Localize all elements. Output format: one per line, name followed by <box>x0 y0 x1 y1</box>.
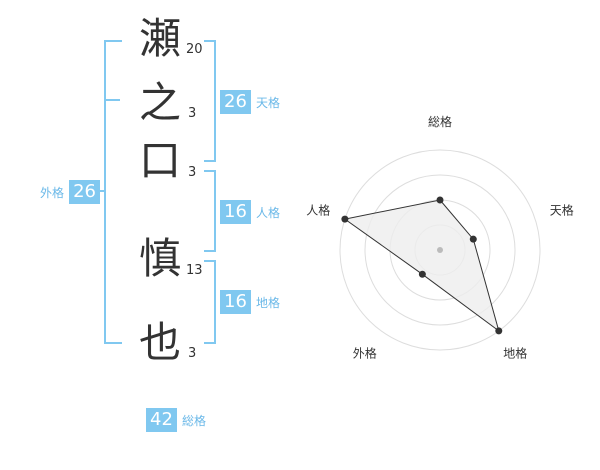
radar-axis-label: 外格 <box>353 346 377 361</box>
chikaku-bracket <box>204 260 216 344</box>
radar-point <box>418 270 426 278</box>
gaikaku-bracket-connector <box>97 190 104 192</box>
name-char-2: 之 <box>138 78 181 127</box>
gaikaku-bracket-inner <box>106 99 120 101</box>
tenkaku-label: 天格 <box>256 96 281 110</box>
gaikaku-value: 26 <box>69 180 101 204</box>
radar-point <box>341 215 349 223</box>
gaikaku-result: 外格 26 <box>40 180 101 204</box>
name-char-5: 也 <box>138 318 181 367</box>
radar-points <box>341 196 503 335</box>
stroke-count-2: 3 <box>188 106 197 121</box>
name-char-3: 口 <box>138 136 181 185</box>
gaikaku-bracket <box>104 40 122 344</box>
gaikaku-label: 外格 <box>40 186 65 200</box>
stroke-count-4: 13 <box>186 263 203 278</box>
tenkaku-bracket <box>204 40 216 162</box>
radar-point <box>495 327 503 335</box>
jinkaku-label: 人格 <box>256 206 281 220</box>
radar-point <box>469 235 477 243</box>
radar-axis-label: 地格 <box>503 346 527 361</box>
name-char-1: 瀬 <box>138 14 181 63</box>
tenkaku-value: 26 <box>220 90 251 114</box>
soukaku-label: 総格 <box>182 414 207 428</box>
radar-ring <box>339 149 541 351</box>
soukaku-value: 42 <box>146 408 177 432</box>
stroke-count-1: 20 <box>186 42 203 57</box>
soukaku-result: 42 総格 <box>146 408 206 432</box>
radar-area <box>343 199 500 333</box>
radar-center-dot <box>437 247 443 253</box>
jinkaku-result: 16 人格 <box>220 200 280 224</box>
jinkaku-bracket <box>204 170 216 252</box>
name-char-4: 慎 <box>138 234 181 283</box>
radar-axis-label: 総格 <box>428 114 452 129</box>
chikaku-value: 16 <box>220 290 251 314</box>
radar-point <box>436 196 444 204</box>
radar-ring <box>364 174 516 326</box>
radar-axis-label: 天格 <box>550 202 574 217</box>
chikaku-result: 16 地格 <box>220 290 280 314</box>
chikaku-label: 地格 <box>256 296 281 310</box>
jinkaku-value: 16 <box>220 200 251 224</box>
stroke-count-3: 3 <box>188 165 197 180</box>
radar-axis-label: 人格 <box>306 202 330 217</box>
tenkaku-result: 26 天格 <box>220 90 280 114</box>
stroke-count-5: 3 <box>188 346 197 361</box>
